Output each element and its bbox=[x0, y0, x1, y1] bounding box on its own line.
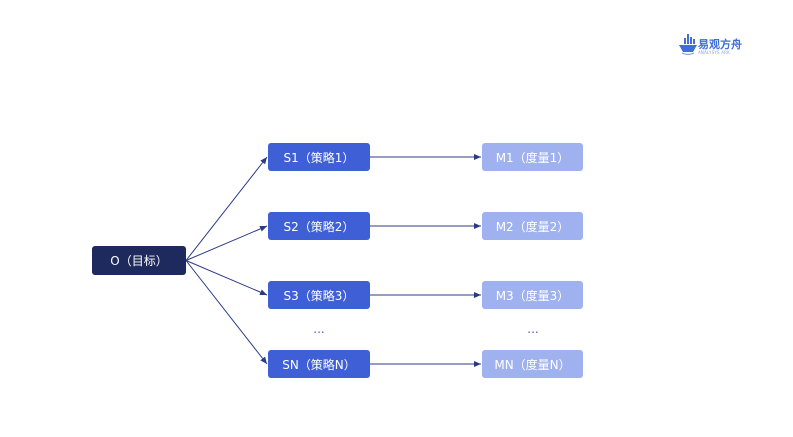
metric-label: M3（度量3） bbox=[495, 288, 570, 303]
strategy-label: S3（策略3） bbox=[283, 288, 355, 303]
strategy-node-2: S2（策略2） bbox=[268, 212, 370, 240]
brand-logo: 易观方舟 ANALYSYS ARK bbox=[678, 32, 760, 60]
strategy-label: S2（策略2） bbox=[283, 219, 355, 234]
objective-to-strategy-arrow bbox=[185, 156, 268, 261]
strategy-label: S1（策略1） bbox=[283, 150, 355, 165]
strategy-node-3: S3（策略3） bbox=[268, 281, 370, 309]
metric-label: M1（度量1） bbox=[495, 150, 570, 165]
metric-label: M2（度量2） bbox=[495, 219, 570, 234]
strategy-ellipsis: ... bbox=[313, 322, 325, 336]
metric-node-2: M2（度量2） bbox=[482, 212, 583, 240]
objective-to-strategy-arrow bbox=[185, 225, 268, 261]
logo-subtitle: ANALYSYS ARK bbox=[698, 50, 730, 55]
metric-node-n: MN（度量N） bbox=[482, 350, 583, 378]
metric-ellipsis: ... bbox=[527, 322, 539, 336]
metric-node-1: M1（度量1） bbox=[482, 143, 583, 171]
strategy-label: SN（策略N） bbox=[282, 357, 356, 372]
logo-text: 易观方舟 bbox=[698, 38, 742, 51]
metric-label: MN（度量N） bbox=[494, 357, 571, 372]
strategy-node-n: SN（策略N） bbox=[268, 350, 370, 378]
objective-to-strategy-arrow bbox=[185, 260, 268, 296]
objective-to-strategy-arrow bbox=[185, 260, 268, 365]
metric-node-3: M3（度量3） bbox=[482, 281, 583, 309]
boat-icon bbox=[679, 34, 697, 56]
strategy-node-1: S1（策略1） bbox=[268, 143, 370, 171]
objective-label: O（目标） bbox=[110, 254, 168, 268]
objective-node: O（目标） bbox=[92, 246, 186, 275]
